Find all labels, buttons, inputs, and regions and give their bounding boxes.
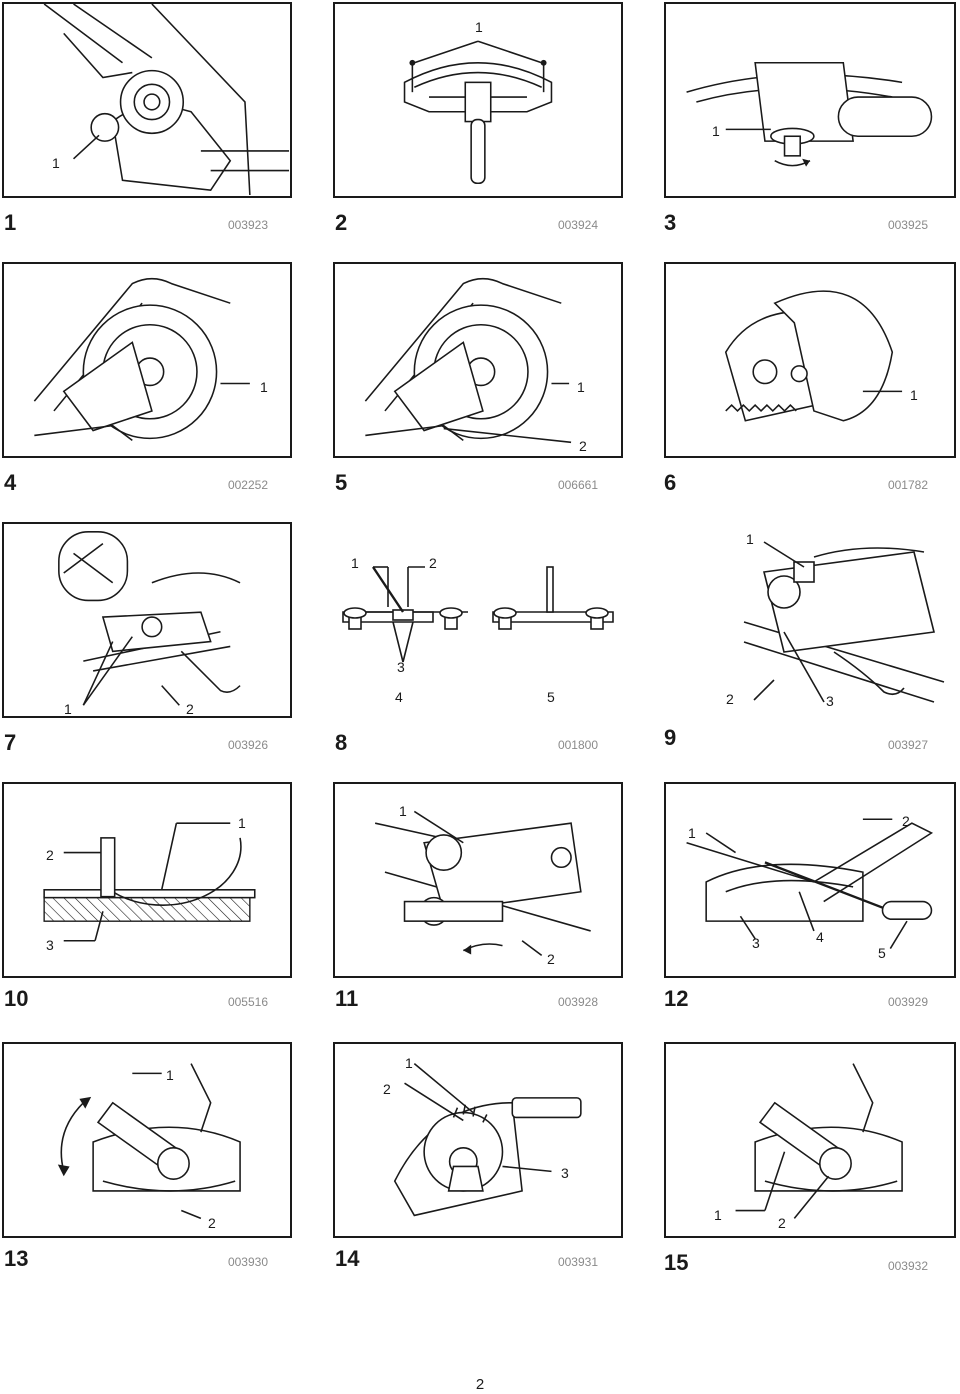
figure-13-panel: 1 2 — [2, 1042, 292, 1238]
figure-3-illustration — [686, 61, 933, 167]
figure-code: 001782 — [887, 478, 928, 492]
figure-9-illustration — [743, 541, 945, 703]
figure-number: 5 — [335, 470, 348, 495]
callout-2: 2 — [383, 1081, 391, 1097]
callout-1: 1 — [688, 825, 696, 841]
figure-code: 003928 — [557, 995, 598, 1009]
figure-4-panel: 1 — [2, 262, 292, 458]
callout-1: 1 — [475, 19, 483, 35]
callout-1: 1 — [712, 123, 720, 139]
figure-number: 14 — [335, 1246, 360, 1271]
figure-code: 006661 — [557, 478, 598, 492]
figure-number: 10 — [4, 986, 29, 1011]
figure-10-panel: 1 2 3 — [2, 782, 292, 978]
callout-2: 2 — [547, 951, 555, 967]
callout-3: 3 — [561, 1165, 569, 1181]
callout-2: 2 — [46, 847, 54, 863]
figure-10-illustration — [43, 822, 256, 942]
figure-1-panel: 1 — [2, 2, 292, 198]
callout-3: 3 — [752, 935, 760, 951]
figure-15-illustration — [735, 1063, 903, 1219]
figure-2-illustration — [403, 40, 553, 185]
callout-2: 2 — [902, 813, 910, 829]
callout-1: 1 — [351, 555, 359, 571]
figure-code: 003927 — [887, 738, 928, 752]
figure-6-panel: 1 — [664, 262, 956, 458]
figure-3-panel: 1 — [664, 2, 956, 198]
figure-number: 11 — [335, 986, 359, 1011]
figure-14-illustration — [393, 1062, 582, 1217]
figure-number: 12 — [664, 986, 689, 1011]
figure-code: 003929 — [887, 995, 928, 1009]
callout-2: 2 — [208, 1215, 216, 1231]
figure-number: 6 — [664, 470, 677, 495]
figure-6-illustration — [724, 290, 903, 422]
figure-number: 3 — [664, 210, 677, 235]
figure-15-panel: 1 2 — [664, 1042, 956, 1238]
page-number: 2 — [475, 1376, 485, 1393]
figure-code: 003931 — [557, 1255, 598, 1269]
callout-1: 1 — [166, 1067, 174, 1083]
callout-1: 1 — [910, 387, 918, 403]
callout-2: 2 — [186, 701, 194, 717]
callout-2: 2 — [778, 1215, 786, 1231]
callout-2: 2 — [579, 438, 587, 454]
figure-5-illustration — [364, 277, 572, 444]
figure-number: 15 — [664, 1250, 689, 1275]
figure-code: 003926 — [227, 738, 268, 752]
callout-1: 1 — [746, 531, 754, 547]
figure-12-illustration — [686, 818, 934, 949]
callout-5: 5 — [547, 689, 555, 705]
figure-7-illustration — [58, 531, 241, 706]
figure-8-panel: 1 2 3 4 5 — [333, 522, 623, 718]
callout-3: 3 — [397, 659, 405, 675]
callout-2: 2 — [429, 555, 437, 571]
callout-4: 4 — [816, 929, 824, 945]
callout-2: 2 — [726, 691, 734, 707]
callout-1: 1 — [52, 155, 60, 171]
callout-5: 5 — [878, 945, 886, 961]
figure-number: 1 — [4, 210, 17, 235]
callout-1: 1 — [238, 815, 246, 831]
figure-code: 003930 — [227, 1255, 268, 1269]
figure-number: 2 — [335, 210, 348, 235]
figure-2-panel: 1 — [333, 2, 623, 198]
figure-number: 9 — [664, 725, 677, 750]
figure-7-panel: 1 2 — [2, 522, 292, 718]
figure-code: 003925 — [887, 218, 928, 232]
figure-number: 8 — [335, 730, 348, 755]
figure-4-illustration — [33, 277, 250, 441]
figure-8-illustration — [342, 566, 614, 663]
callout-3: 3 — [46, 937, 54, 953]
callout-1: 1 — [64, 701, 72, 717]
callout-1: 1 — [399, 803, 407, 819]
figure-11-panel: 1 2 — [333, 782, 623, 978]
figure-1-illustration — [43, 4, 290, 196]
callout-1: 1 — [260, 379, 268, 395]
figure-code: 005516 — [227, 995, 268, 1009]
figure-13-illustration — [57, 1063, 241, 1220]
figure-code: 001800 — [557, 738, 598, 752]
figure-code: 003924 — [557, 218, 598, 232]
figure-number: 13 — [4, 1246, 29, 1271]
figure-14-panel: 1 2 3 — [333, 1042, 623, 1238]
figure-code: 003923 — [227, 218, 268, 232]
figure-code: 002252 — [227, 478, 268, 492]
figure-number: 7 — [4, 730, 17, 755]
callout-1: 1 — [405, 1055, 413, 1071]
figure-number: 4 — [4, 470, 17, 495]
figure-11-illustration — [374, 810, 591, 957]
figure-12-panel: 1 2 3 4 5 — [664, 782, 956, 978]
callout-1: 1 — [714, 1207, 722, 1223]
figure-5-panel: 1 2 — [333, 262, 623, 458]
callout-4: 4 — [395, 689, 403, 705]
figure-code: 003932 — [887, 1259, 928, 1273]
callout-3: 3 — [826, 693, 834, 709]
callout-1: 1 — [577, 379, 585, 395]
figure-9-panel: 1 2 3 — [664, 522, 956, 718]
